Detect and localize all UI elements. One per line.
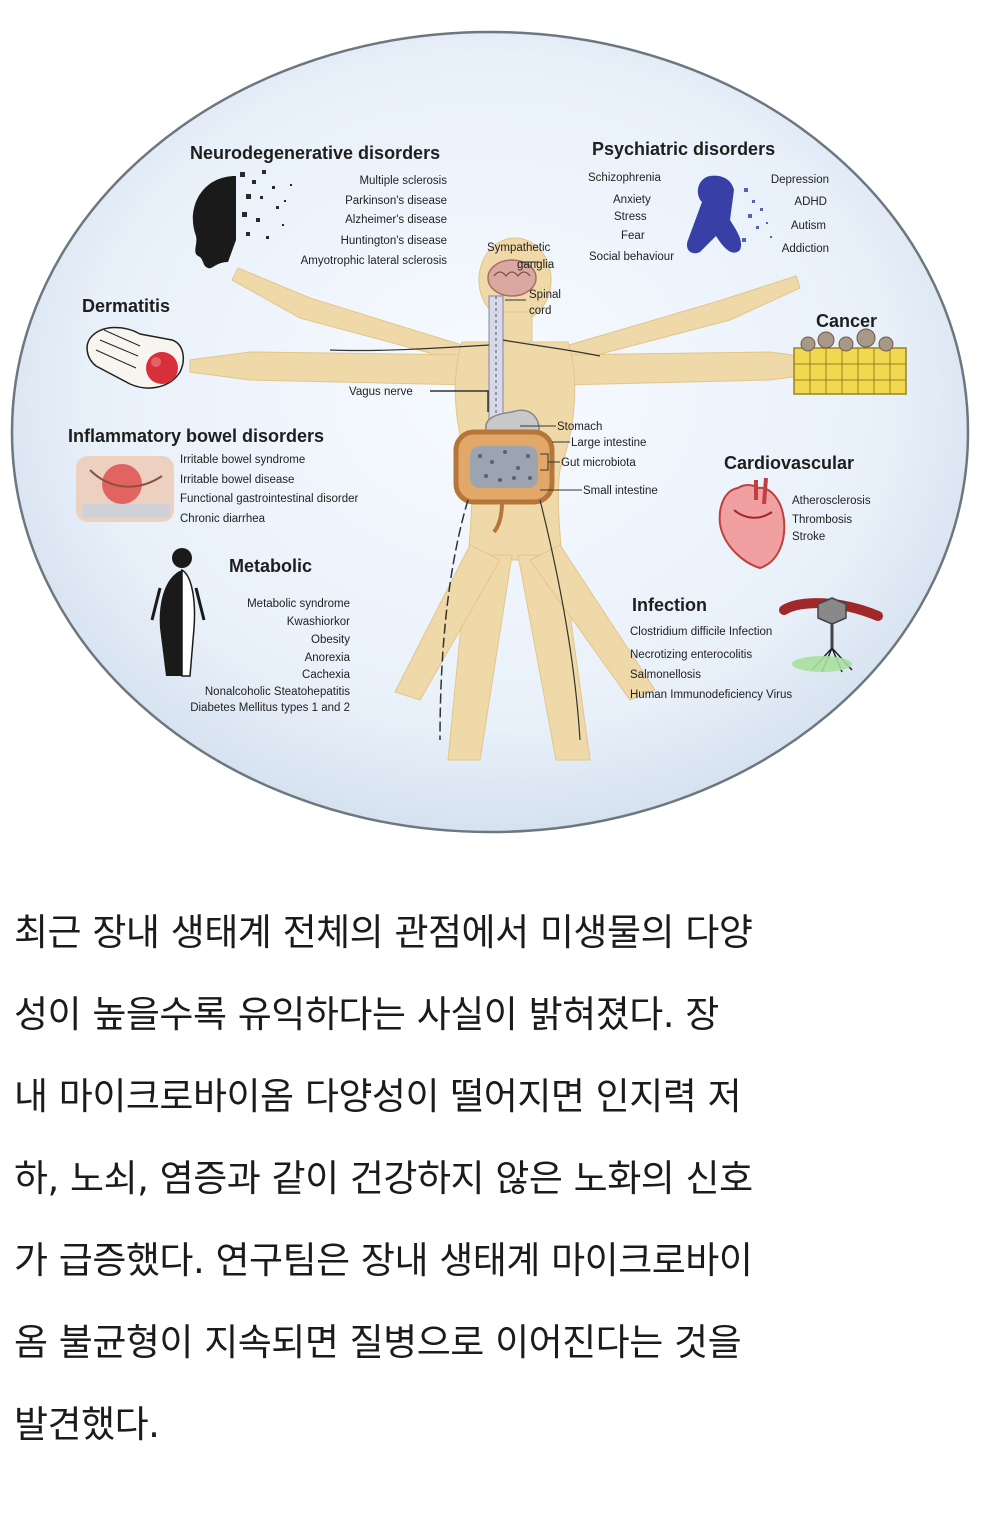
article-paragraph: 최근 장내 생태계 전체의 관점에서 미생물의 다양 성이 높을수록 유익하다는… <box>14 892 979 1466</box>
infection-item: Clostridium difficile Infection <box>630 626 772 638</box>
article-line: 최근 장내 생태계 전체의 관점에서 미생물의 다양 <box>14 911 753 954</box>
microbiome-diagram: Neurodegenerative disorders Multiple scl… <box>10 30 970 834</box>
neuro-item: Parkinson's disease <box>345 195 447 207</box>
ibd-item: Irritable bowel disease <box>180 474 294 486</box>
spinal-cord <box>488 295 504 425</box>
metabolic-item: Nonalcoholic Steatohepatitis <box>205 686 350 698</box>
metabolic-item: Anorexia <box>305 652 351 664</box>
ibd-item: Functional gastrointestinal disorder <box>180 493 359 505</box>
neuro-item: Huntington's disease <box>341 235 447 247</box>
metabolic-item: Diabetes Mellitus types 1 and 2 <box>190 702 350 714</box>
large-intestine-label: Large intestine <box>571 437 646 449</box>
cardio-heading: Cardiovascular <box>724 453 854 473</box>
psych-item: Stress <box>614 211 647 223</box>
cancer-heading: Cancer <box>816 311 877 331</box>
ibd-heading: Inflammatory bowel disorders <box>68 426 324 446</box>
psych-item: Fear <box>621 230 645 242</box>
microbiota-dots <box>478 450 532 482</box>
spinal-label: Spinal <box>529 289 561 301</box>
ibd-item: Irritable bowel syndrome <box>180 454 305 466</box>
psych-figure-icon <box>686 175 772 254</box>
article-line: 하, 노쇠, 염증과 같이 건강하지 않은 노화의 신호 <box>14 1157 753 1200</box>
infection-item: Salmonellosis <box>630 669 701 681</box>
psych-item: Autism <box>791 220 826 232</box>
gut-microbiota-label: Gut microbiota <box>561 457 636 469</box>
metabolic-item: Kwashiorkor <box>287 616 350 628</box>
infection-item: Necrotizing enterocolitis <box>630 649 752 661</box>
leg-spread-left <box>394 544 501 701</box>
nerve-left-leg <box>439 499 469 741</box>
rectum-tube <box>492 501 504 534</box>
article-line: 성이 높을수록 유익하다는 사실이 밝혀졌다. 장 <box>14 993 719 1036</box>
psych-item: Schizophrenia <box>588 172 661 184</box>
cord-label: cord <box>529 305 551 317</box>
ibd-abdomen-icon <box>76 456 174 522</box>
cardio-item: Atherosclerosis <box>792 495 871 507</box>
neuro-heading: Neurodegenerative disorders <box>190 143 440 163</box>
metabolic-item: Cachexia <box>302 669 351 681</box>
ganglia-label: ganglia <box>517 259 555 271</box>
phage-icon <box>779 597 883 673</box>
metabolic-item: Obesity <box>311 634 350 646</box>
psych-item: Depression <box>771 174 829 186</box>
cardio-item: Thrombosis <box>792 514 852 526</box>
vagus-label: Vagus nerve <box>349 386 413 398</box>
ibd-item: Chronic diarrhea <box>180 513 266 525</box>
nerve-right-leg <box>539 499 581 741</box>
article-line: 발견했다. <box>14 1403 160 1446</box>
small-intestine-label: Small intestine <box>583 485 658 497</box>
psych-item: Addiction <box>782 243 829 255</box>
neuro-item: Alzheimer's disease <box>345 214 447 226</box>
psych-item: Anxiety <box>613 194 651 206</box>
psych-item: ADHD <box>794 196 827 208</box>
stomach-label: Stomach <box>557 421 602 433</box>
human-figure <box>189 237 831 761</box>
psych-heading: Psychiatric disorders <box>592 139 775 159</box>
cancer-cells-icon <box>793 328 907 395</box>
vagus-nerve-line <box>430 390 489 412</box>
article-line: 가 급증했다. 연구팀은 장내 생태계 마이크로바이 <box>14 1239 753 1282</box>
anatomy-leader-lines <box>505 261 582 491</box>
neuro-item: Amyotrophic lateral sclerosis <box>301 255 448 267</box>
heart-icon <box>718 477 786 570</box>
diagram-svg: Neurodegenerative disorders Multiple scl… <box>10 30 970 834</box>
nerve-upper-left <box>329 344 490 352</box>
infection-item: Human Immunodeficiency Virus <box>630 689 792 701</box>
article-line: 옴 불균형이 지속되면 질병으로 이어진다는 것을 <box>14 1321 742 1364</box>
dermatitis-hand-icon <box>86 326 185 389</box>
dermatitis-heading: Dermatitis <box>82 296 170 316</box>
brain-shape <box>487 259 537 297</box>
cardio-item: Stroke <box>792 531 825 543</box>
sympathetic-label: Sympathetic <box>487 242 551 254</box>
infection-heading: Infection <box>632 595 707 615</box>
metabolic-heading: Metabolic <box>229 556 312 576</box>
neuro-head-icon <box>192 170 292 269</box>
neuro-item: Multiple sclerosis <box>359 175 447 187</box>
nerve-upper-right <box>502 339 601 357</box>
psych-item: Social behaviour <box>589 251 674 263</box>
metabolic-body-icon <box>150 548 206 677</box>
article-line: 내 마이크로바이옴 다양성이 떨어지면 인지력 저 <box>14 1075 742 1118</box>
brain-folds <box>493 271 531 277</box>
metabolic-item: Metabolic syndrome <box>247 598 350 610</box>
leg-spread-right <box>529 544 656 701</box>
